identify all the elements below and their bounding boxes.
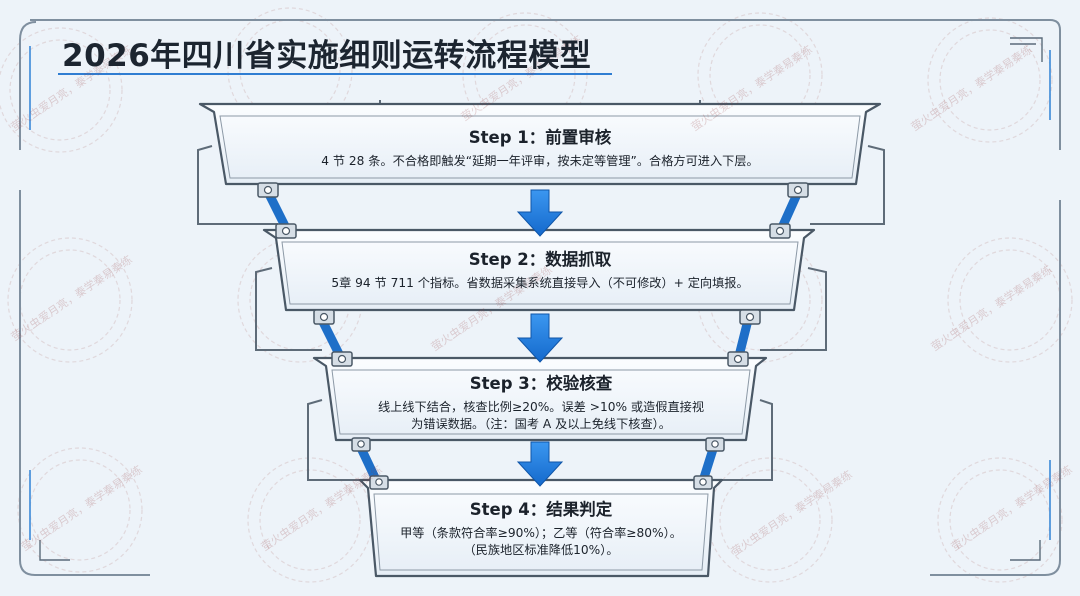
step3-description-line2: 为错误数据。（注：国考 A 及以上免线下核查）。 [411, 417, 671, 431]
panel-inner-borders [219, 115, 861, 571]
step1-description: 4 节 28 条。不合格即触发“延期一年评审，按未定等管理”。合格方可进入下层。 [321, 154, 759, 168]
step3-description-line1: 线上线下结合，核查比例≥20%。误差 >10% 或造假直接视 [377, 400, 705, 414]
step2-title: Step 2：数据抓取 [468, 250, 612, 269]
step2-description: 5章 94 节 711 个指标。省数据采集系统直接导入（不可修改）+ 定向填报。 [331, 276, 749, 290]
step2-content: Step 2：数据抓取 5章 94 节 711 个指标。省数据采集系统直接导入（… [276, 250, 804, 292]
step4-title: Step 4：结果判定 [469, 500, 613, 519]
frame-accents [29, 46, 1051, 540]
frame-corner-marks [39, 37, 1043, 561]
step3-panel [312, 356, 768, 442]
step4-content: Step 4：结果判定 甲等（条款符合率≥90%）；乙等（符合率≥80%）。 （… [368, 500, 714, 559]
step1-title: Step 1：前置审核 [468, 128, 612, 147]
flow-arrows [516, 189, 564, 487]
step4-description-line2: （民族地区标准降低10%）。 [463, 543, 619, 557]
arrow-down-icon [516, 441, 564, 487]
outer-frame [19, 19, 1061, 576]
page-title: 2026年四川省实施细则运转流程模型 [62, 38, 592, 74]
step1-content: Step 1：前置审核 4 节 28 条。不合格即触发“延期一年评审，按未定等管… [214, 128, 866, 170]
step4-panel [358, 478, 724, 578]
arrow-down-icon [516, 189, 564, 237]
step4-description-line1: 甲等（条款符合率≥90%）；乙等（符合率≥80%）。 [400, 526, 682, 540]
funnel-panels [198, 102, 882, 578]
arrow-down-icon [516, 313, 564, 363]
step1-panel [198, 102, 882, 186]
step3-title: Step 3：校验核查 [469, 374, 613, 393]
hinge-bolts [263, 185, 803, 486]
step3-content: Step 3：校验核查 线上线下结合，核查比例≥20%。误差 >10% 或造假直… [326, 374, 756, 433]
